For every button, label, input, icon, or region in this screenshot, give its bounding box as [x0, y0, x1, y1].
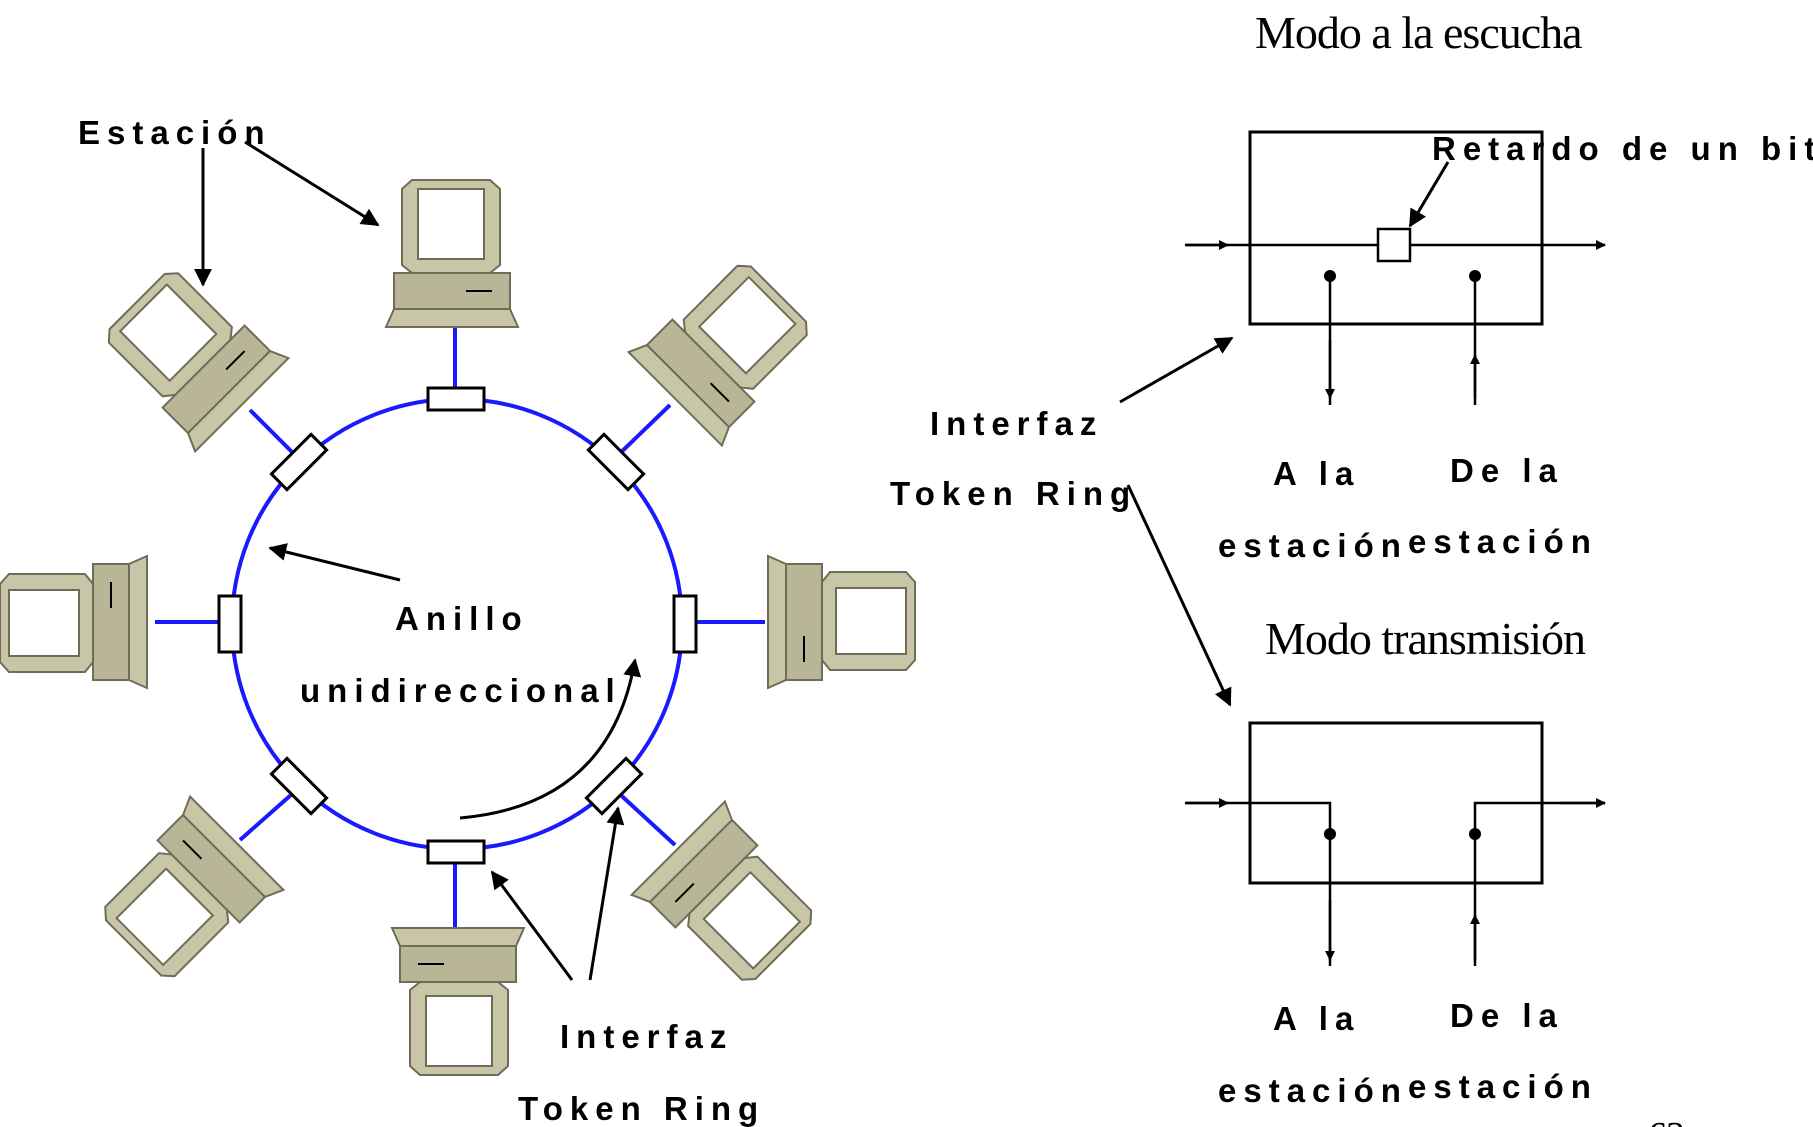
right-interface-line1: Interfaz	[930, 405, 1103, 442]
station-label: Estación	[78, 114, 272, 151]
left-interface-line1: Interfaz	[560, 1018, 733, 1055]
ring-label-line1: Anillo	[395, 600, 529, 637]
interface-box-bottom	[426, 839, 486, 865]
listen-interface-box	[1248, 130, 1544, 326]
listen-from-station-line2: estación	[1408, 523, 1598, 560]
transmit-to-station-line1: A la	[1273, 1000, 1360, 1037]
listen-to-station-line1: A la	[1273, 455, 1360, 492]
computer-icon	[385, 179, 519, 328]
page-number: 63	[1648, 1115, 1684, 1127]
one-bit-delay-label: Retardo de un bit	[1432, 130, 1813, 167]
interface-box-bottom-right	[584, 756, 644, 816]
transmit-mode: Modo transmisión A la estación De la est…	[1185, 613, 1606, 1109]
transmit-to-station-line2: estación	[1218, 1072, 1408, 1109]
computer-icon	[90, 253, 290, 453]
interface-box-top	[426, 386, 486, 412]
interface-arrows	[1119, 336, 1234, 707]
transmit-from-station-line2: estación	[1408, 1068, 1598, 1105]
interface-box-right	[672, 594, 698, 654]
one-bit-delay-box	[1376, 227, 1412, 263]
right-interface-line2: Token Ring	[890, 475, 1137, 512]
interface-boxes	[217, 386, 698, 865]
interface-box-top-left	[269, 432, 329, 492]
computer-icon	[391, 927, 525, 1076]
ring-label-line2: unidireccional	[300, 672, 622, 709]
listen-mode-title: Modo a la escucha	[1255, 7, 1582, 58]
interface-box-top-right	[586, 432, 646, 492]
interface-box-left	[217, 594, 243, 654]
computer-icon	[767, 555, 916, 689]
ring-network: Estación Anillo unidireccional Interfaz …	[0, 114, 916, 1127]
listen-from-station-line1: De la	[1450, 452, 1564, 489]
left-interface-line2: Token Ring	[518, 1090, 765, 1127]
interface-modes: Interfaz Token Ring Modo a la escucha Re…	[890, 7, 1813, 1127]
listen-to-station-line2: estación	[1218, 527, 1408, 564]
transmit-mode-title: Modo transmisión	[1265, 613, 1586, 664]
listen-mode: Modo a la escucha Retardo de un bit A la…	[1185, 7, 1813, 564]
transmit-from-station-line1: De la	[1450, 997, 1564, 1034]
interface-box-bottom-left	[269, 756, 329, 816]
station-arrows	[194, 140, 642, 981]
computer-icon	[0, 555, 148, 689]
